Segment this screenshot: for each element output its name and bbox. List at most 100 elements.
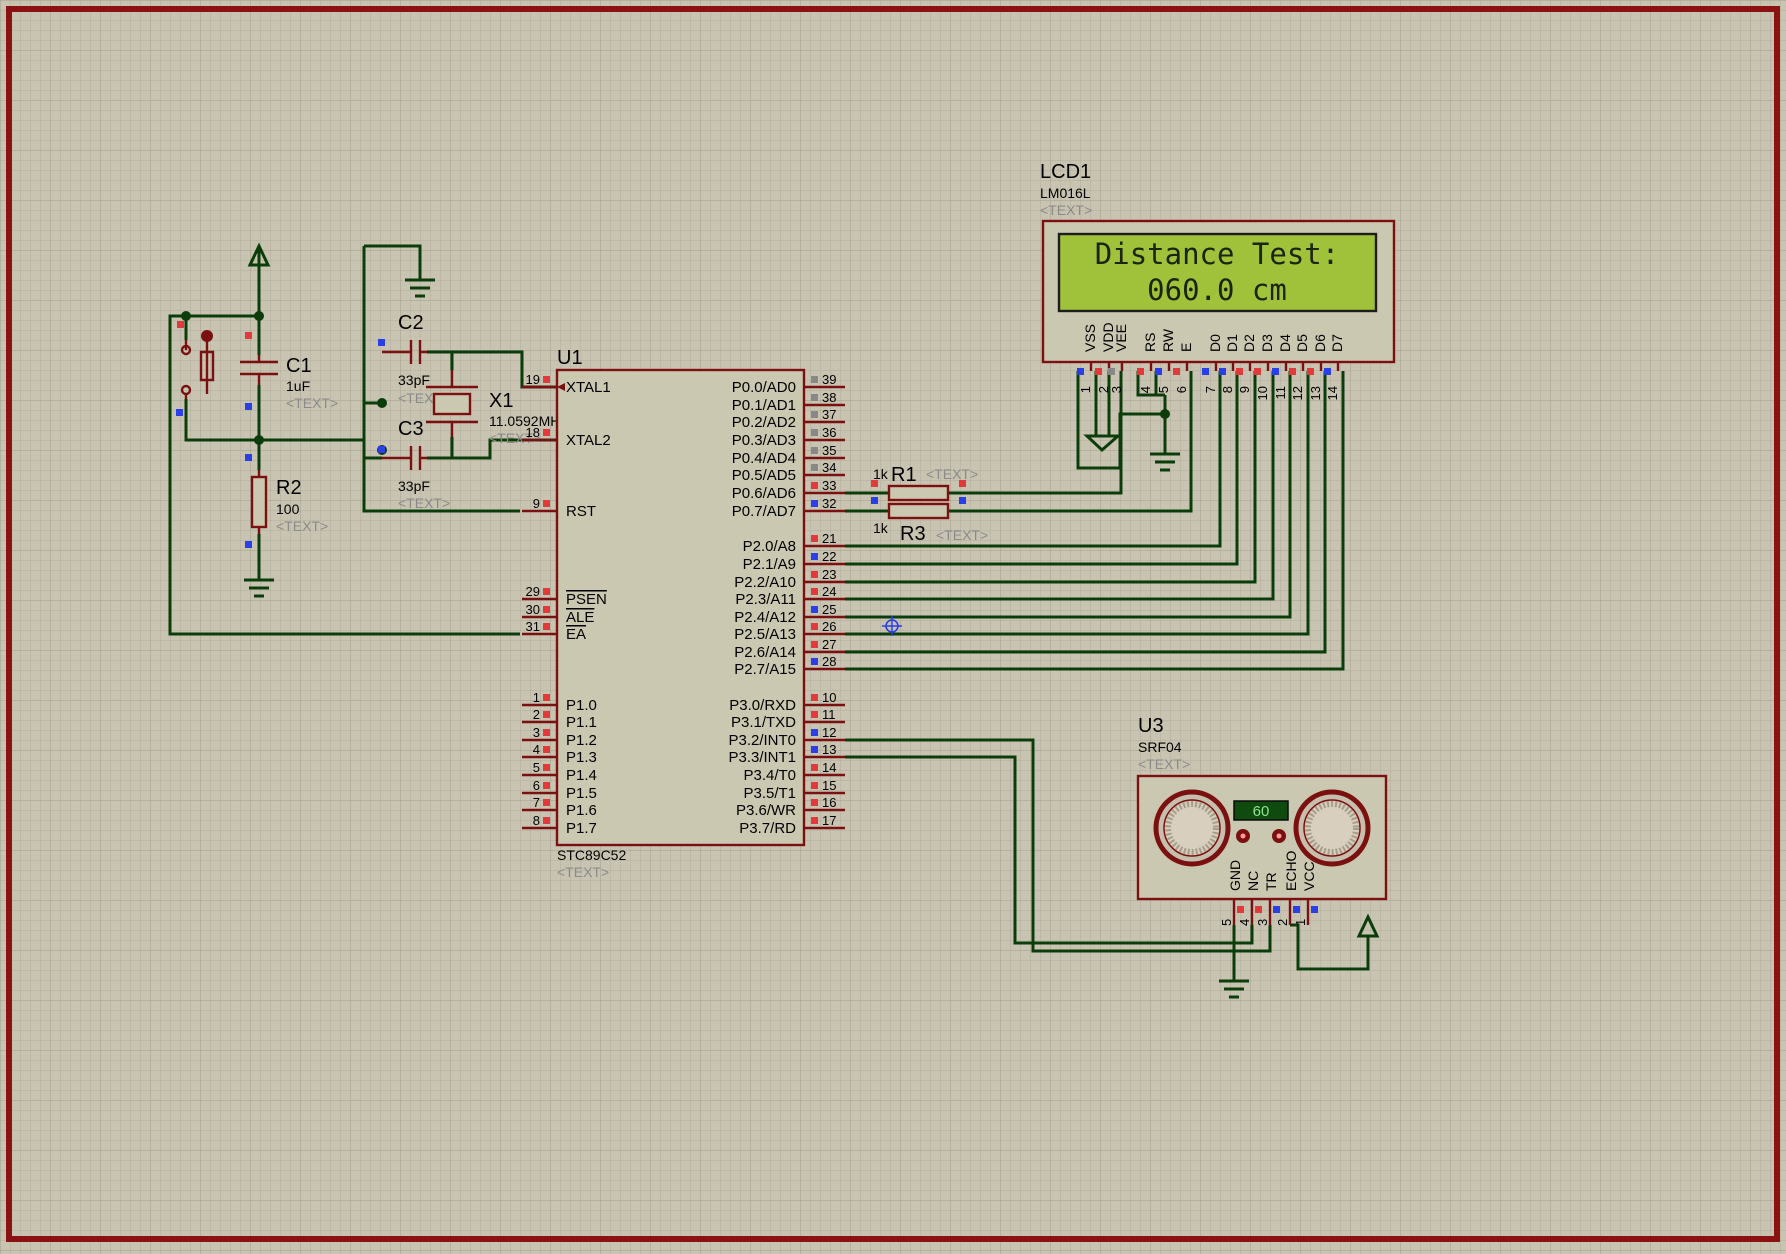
- r1-ref: R1: [891, 464, 917, 486]
- pin-number: 8: [533, 813, 540, 828]
- pin-number: 21: [822, 531, 836, 546]
- c1-ref: C1: [286, 355, 312, 377]
- pin-label: P3.5/T1: [743, 785, 796, 802]
- resistor-r1[interactable]: 1k R1 <TEXT>: [871, 464, 978, 502]
- u3-pin-nc[interactable]: 4NC: [1237, 871, 1262, 926]
- capacitor-c3[interactable]: C3 33pF <TEXT>: [378, 418, 450, 511]
- pin-label: P3.7/RD: [739, 820, 796, 837]
- ultrasonic-transducer-right: [1293, 789, 1371, 867]
- pin-number: 11: [1273, 386, 1288, 400]
- lcd-pin-d0[interactable]: 7D0: [1202, 334, 1223, 393]
- pin-number: 22: [822, 549, 836, 564]
- pin-label: NC: [1245, 871, 1261, 891]
- u1-pin-p1-4[interactable]: 5 P1.4: [522, 760, 597, 784]
- pin-number: 7: [533, 795, 540, 810]
- pin-number: 18: [526, 425, 540, 440]
- crystal-x1[interactable]: X1 11.0592MHz <TEXT>: [426, 370, 567, 446]
- lcd-pin-e[interactable]: 6E: [1173, 343, 1194, 394]
- u1-pin-xtal2[interactable]: 18 XTAL2: [522, 425, 611, 449]
- pin-label: P2.6/A14: [734, 644, 796, 661]
- pin-number: 7: [1203, 386, 1218, 393]
- pin-label: D7: [1329, 334, 1345, 352]
- pin-label: P2.7/A15: [734, 661, 796, 678]
- resistor-r2[interactable]: R2 100 <TEXT>: [245, 454, 328, 548]
- lcd-pin-rw[interactable]: 5RW: [1155, 328, 1176, 393]
- pin-number: 35: [822, 443, 836, 458]
- pin-number: 23: [822, 567, 836, 582]
- lcd-pin-rs[interactable]: 4RS: [1137, 333, 1158, 394]
- r2-ref: R2: [276, 477, 302, 499]
- pin-label: P1.4: [566, 767, 597, 784]
- lcd1-lm016l[interactable]: LCD1 LM016L <TEXT> Distance Test: 060.0 …: [1040, 161, 1396, 401]
- reset-pushbutton[interactable]: [176, 321, 215, 416]
- r3-ref: R3: [900, 523, 926, 545]
- pin-label: P0.7/AD7: [732, 503, 796, 520]
- u3-pin-tr[interactable]: 3TR: [1255, 872, 1280, 926]
- pin-label: VDD: [1100, 322, 1116, 352]
- pin-number: 9: [1237, 386, 1252, 393]
- pin-number: 26: [822, 619, 836, 634]
- pin-number: 13: [822, 742, 836, 757]
- pin-label: XTAL2: [566, 432, 611, 449]
- pin-number: 39: [822, 372, 836, 387]
- pin-label: D6: [1312, 334, 1328, 352]
- pin-number: 5: [533, 760, 540, 775]
- lcd-pin-d1[interactable]: 8D1: [1219, 334, 1240, 393]
- lcd-pin-d2[interactable]: 9D2: [1236, 334, 1257, 393]
- pin-label: TR: [1263, 872, 1279, 891]
- capacitor-c1[interactable]: C1 1uF <TEXT>: [240, 332, 338, 411]
- resistor-r3[interactable]: 1k R3 <TEXT>: [871, 497, 988, 545]
- ground-icon: [1150, 452, 1180, 472]
- pin-number: 16: [822, 795, 836, 810]
